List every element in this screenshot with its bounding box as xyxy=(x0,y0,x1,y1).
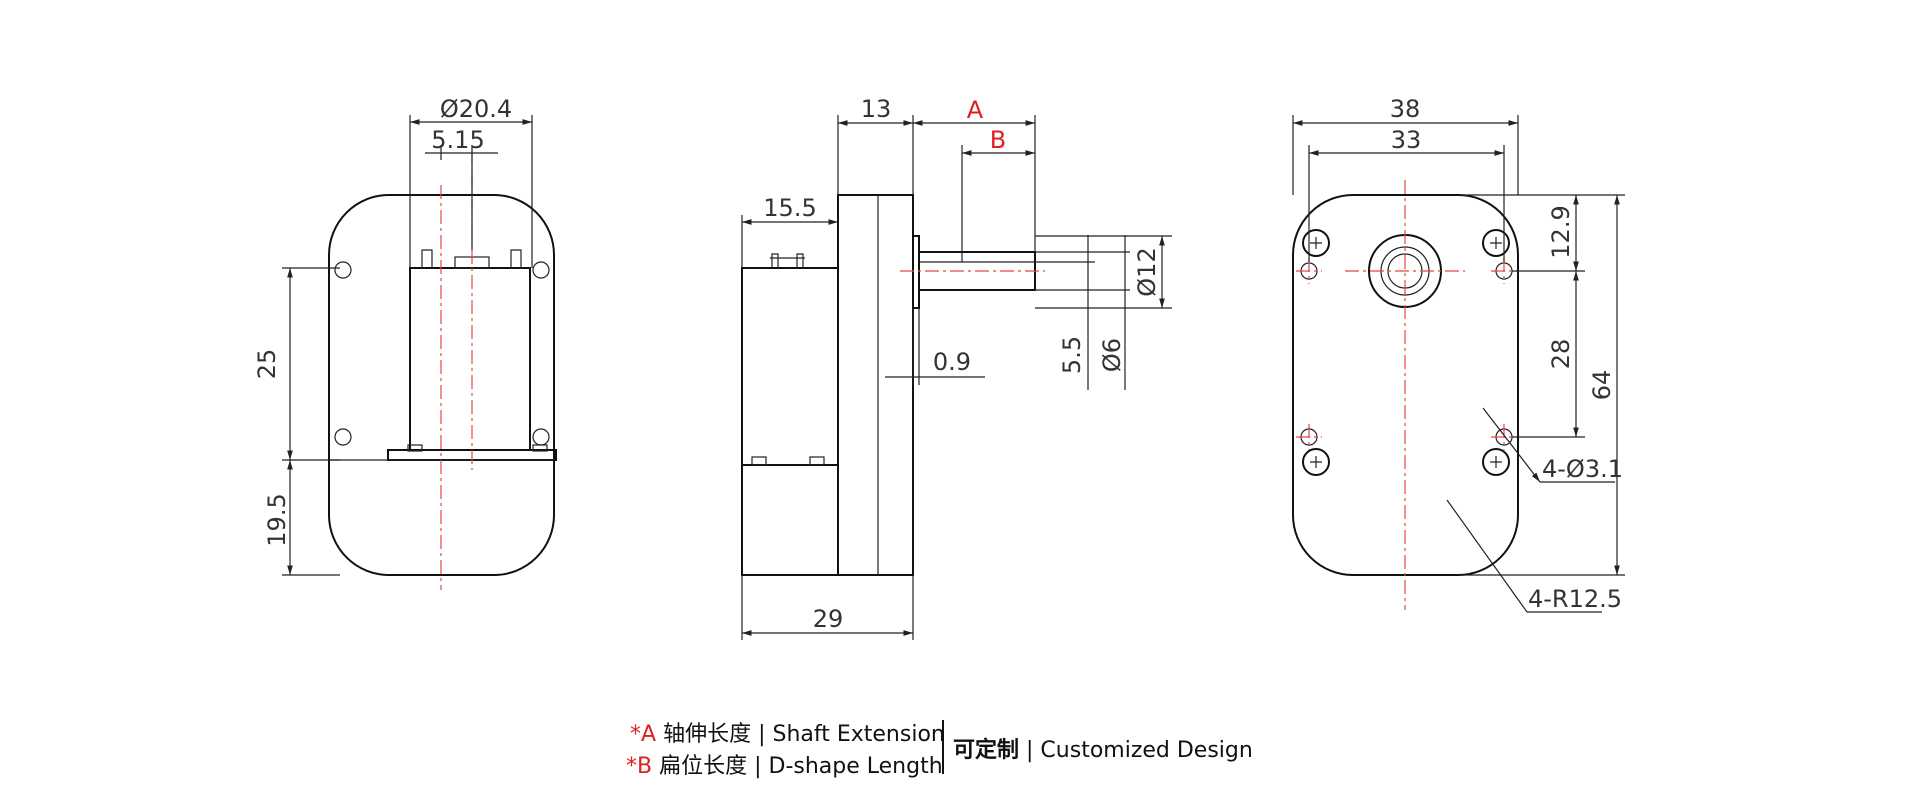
dim-d-flat: 5.5 xyxy=(1058,336,1086,374)
leader-radius xyxy=(1446,499,1528,613)
legend-divider xyxy=(942,720,944,774)
legend-custom: 可定制 | Customized Design xyxy=(953,732,1253,764)
dim-bottom-offset: 19.5 xyxy=(263,493,291,546)
dim-collar: 0.9 xyxy=(933,348,971,376)
mount-hole-bottom-left xyxy=(334,428,352,446)
dim-total-depth: 29 xyxy=(813,605,844,633)
dim-terminal-offset: 5.15 xyxy=(431,126,484,154)
legend-b-en: | D-shape Length xyxy=(754,754,943,779)
legend-custom-en: | Customized Design xyxy=(1026,738,1253,763)
legend-a-zh: 轴伸长度 xyxy=(663,722,752,747)
side-view: 13 A B 15.5 Ø12 5.5 Ø6 0.9 29 xyxy=(741,95,1172,640)
legend-b-zh: 扁位长度 xyxy=(659,754,748,779)
dim-holes: 4-Ø3.1 xyxy=(1542,455,1623,483)
motor-can xyxy=(409,267,531,451)
front-view: 38 33 12.9 28 64 4-Ø3.1 4-R12.5 xyxy=(1292,95,1625,613)
motor-foot-left xyxy=(407,444,423,452)
motor-foot-right xyxy=(532,444,548,452)
gearbox-side xyxy=(837,194,914,576)
dim-radius: 4-R12.5 xyxy=(1528,585,1622,613)
dim-outer-dia: Ø20.4 xyxy=(440,95,512,123)
dim-hole-spacing: 25 xyxy=(253,349,281,380)
mount-hole-bottom-right xyxy=(532,428,550,446)
screw-bottom-left xyxy=(1302,448,1330,476)
legend-a-marker: *A xyxy=(630,722,657,747)
dim-mount-depth: 13 xyxy=(861,95,892,123)
legend-b-marker: *B xyxy=(626,754,653,779)
left-view: Ø20.4 5.15 25 19.5 xyxy=(253,95,557,590)
mount-hole-top-right xyxy=(532,261,550,279)
dim-hole-span: 33 xyxy=(1391,126,1422,154)
legend-a-en: | Shaft Extension xyxy=(758,722,945,747)
side-motor-foot-right xyxy=(809,456,825,466)
side-terminal xyxy=(771,253,804,268)
terminal-left xyxy=(421,249,433,268)
dim-shaft-ext: A xyxy=(967,96,984,124)
dim-shaft-dia: Ø12 xyxy=(1133,247,1161,296)
mount-hole-top-left xyxy=(334,261,352,279)
terminal-right xyxy=(510,249,522,268)
dim-shaft-inner: Ø6 xyxy=(1098,338,1126,372)
screw-top-left xyxy=(1302,229,1330,257)
dim-width: 38 xyxy=(1390,95,1421,123)
side-motor xyxy=(741,267,839,466)
side-housing xyxy=(741,195,839,576)
legend-row-b: *B 扁位长度 | D-shape Length xyxy=(626,748,943,780)
dim-hole-vertical: 28 xyxy=(1547,339,1575,370)
screw-top-right xyxy=(1482,229,1510,257)
legend-custom-zh: 可定制 xyxy=(953,738,1020,763)
legend-row-a: *A 轴伸长度 | Shaft Extension xyxy=(630,716,945,748)
leader-holes xyxy=(1482,407,1541,483)
screw-bottom-right xyxy=(1482,448,1510,476)
dim-motor-len: 15.5 xyxy=(763,194,816,222)
side-motor-foot-left xyxy=(751,456,767,466)
dim-top-to-shaft: 12.9 xyxy=(1547,205,1575,258)
dim-d-shape: B xyxy=(990,126,1006,154)
dim-height: 64 xyxy=(1588,370,1616,401)
